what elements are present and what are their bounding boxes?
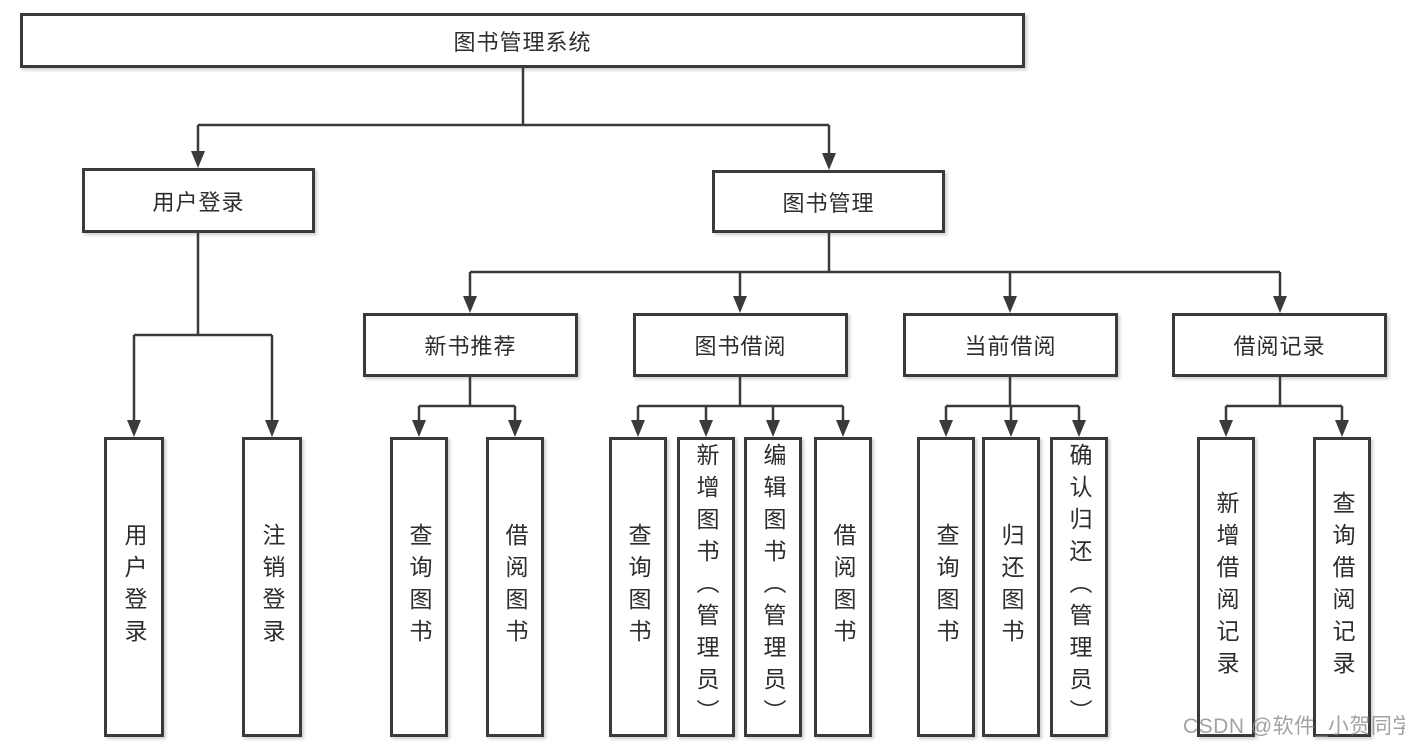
leaf-user-login: 用户登录 — [104, 437, 164, 737]
arrow-down-icon — [822, 153, 836, 170]
connector-rec — [417, 377, 517, 425]
arrowheads — [127, 151, 1349, 437]
connector-mgmt — [468, 233, 1282, 301]
connector-current — [944, 377, 1081, 425]
connector-records — [1224, 377, 1344, 425]
arrow-down-icon — [412, 420, 426, 437]
leaf-rec-borrow-books: 借阅图书 — [486, 437, 544, 737]
leaf-current-confirm-return-admin: 确认归还（管理员） — [1050, 437, 1108, 737]
arrow-down-icon — [265, 420, 279, 437]
leaf-borrow-borrow-books: 借阅图书 — [814, 437, 872, 737]
arrow-down-icon — [1273, 296, 1287, 313]
arrow-down-icon — [733, 296, 747, 313]
node-root: 图书管理系统 — [20, 13, 1025, 68]
leaf-logout: 注销登录 — [242, 437, 302, 737]
arrow-down-icon — [836, 420, 850, 437]
arrow-down-icon — [463, 296, 477, 313]
node-current-borrowing: 当前借阅 — [903, 313, 1118, 377]
arrow-down-icon — [1072, 420, 1086, 437]
arrow-down-icon — [1335, 420, 1349, 437]
connector-borrow — [636, 377, 845, 425]
leaf-current-return-books: 归还图书 — [982, 437, 1040, 737]
arrow-down-icon — [631, 420, 645, 437]
arrow-down-icon — [1219, 420, 1233, 437]
leaf-rec-query-books: 查询图书 — [390, 437, 448, 737]
node-borrowing-records: 借阅记录 — [1172, 313, 1387, 377]
arrow-down-icon — [508, 420, 522, 437]
arrow-down-icon — [699, 420, 713, 437]
leaf-records-add-record: 新增借阅记录 — [1197, 437, 1255, 737]
leaf-current-query-books: 查询图书 — [917, 437, 975, 737]
node-new-book-recommend: 新书推荐 — [363, 313, 578, 377]
csdn-watermark: CSDN @软件_小贺同学 — [1183, 715, 1405, 738]
leaf-borrow-edit-books-admin: 编辑图书（管理员） — [744, 437, 802, 737]
arrow-down-icon — [127, 420, 141, 437]
arrow-down-icon — [766, 420, 780, 437]
arrow-down-icon — [939, 420, 953, 437]
node-user-login-branch: 用户登录 — [82, 168, 315, 233]
arrow-down-icon — [191, 151, 205, 168]
leaf-records-query-record: 查询借阅记录 — [1313, 437, 1371, 737]
leaf-borrow-query-books: 查询图书 — [609, 437, 667, 737]
leaf-borrow-add-books-admin: 新增图书（管理员） — [677, 437, 735, 737]
arrow-down-icon — [1004, 420, 1018, 437]
node-book-borrowing: 图书借阅 — [633, 313, 848, 377]
arrow-down-icon — [1003, 296, 1017, 313]
node-book-management-branch: 图书管理 — [712, 170, 945, 233]
connector-root — [196, 68, 831, 158]
connector-user — [132, 233, 274, 425]
